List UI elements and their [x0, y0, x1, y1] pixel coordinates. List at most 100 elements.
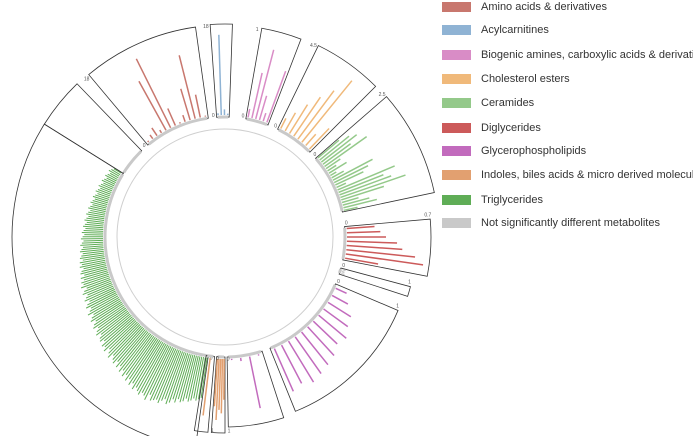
bar	[324, 309, 348, 327]
legend-swatch	[442, 50, 471, 60]
bar	[347, 232, 380, 233]
bar	[343, 270, 346, 271]
bar	[347, 227, 375, 229]
bar	[83, 246, 103, 247]
tick-label-zero: 0	[342, 263, 345, 269]
legend-item: Cholesterol esters	[442, 68, 570, 90]
legend-item: Diglycerides	[442, 117, 541, 139]
bar	[84, 230, 104, 231]
tick-label-zero: 0	[274, 123, 277, 129]
bar	[95, 199, 108, 203]
tick-label-zero: 0	[143, 143, 146, 149]
legend-item: Not significantly different metabolites	[442, 212, 660, 234]
bar	[346, 254, 423, 265]
legend-swatch	[442, 2, 471, 12]
tick-label-max: 18	[203, 24, 209, 30]
legend-item: Biogenic amines, carboxylic acids & deri…	[442, 44, 693, 66]
legend-label: Triglycerides	[481, 194, 543, 206]
bar	[221, 359, 222, 413]
bar	[285, 113, 295, 131]
bar	[81, 248, 103, 250]
bar	[263, 113, 266, 121]
tick-label-max: 1	[256, 27, 259, 33]
sector-8: 10	[339, 263, 411, 297]
legend-swatch	[442, 218, 471, 228]
bar	[85, 224, 104, 226]
bar	[274, 349, 293, 392]
bar	[82, 233, 103, 234]
sector-outline	[270, 284, 398, 411]
bar	[319, 315, 347, 338]
bar	[250, 356, 261, 408]
legend-item: Glycerophospholipids	[442, 140, 586, 162]
bar	[347, 241, 397, 243]
legend-label: Acylcarnitines	[481, 24, 549, 36]
bar	[281, 118, 286, 128]
tick-label-zero: 0	[314, 152, 317, 158]
legend-label: Not significantly different metabolites	[481, 217, 660, 229]
sector-baseline	[271, 285, 335, 348]
bar	[152, 128, 157, 136]
sector-outline	[339, 268, 410, 296]
sector-baseline	[339, 269, 340, 273]
sector-baseline	[228, 351, 261, 357]
sector-baseline	[343, 228, 345, 259]
sector-outline	[89, 27, 209, 145]
tick-label-max: 1	[396, 303, 399, 309]
sector-4: 10	[242, 27, 301, 125]
sector-baseline	[207, 356, 213, 357]
tick-label-max: 4.5	[310, 43, 317, 49]
sector-outline	[44, 84, 141, 174]
sector-9: 10	[270, 279, 399, 411]
legend-label: Amino acids & derivatives	[481, 1, 607, 13]
bar	[336, 288, 347, 293]
tick-label-zero: 0	[212, 113, 215, 119]
bar	[219, 35, 221, 115]
sector-7: 0.70	[343, 212, 432, 276]
tick-label-zero: 0	[242, 114, 245, 120]
legend-label: Ceramides	[481, 97, 534, 109]
sector-10	[227, 351, 284, 427]
tick-label-zero: 0	[227, 356, 230, 362]
bar	[139, 81, 166, 130]
bar	[196, 95, 201, 118]
legend-swatch	[442, 195, 471, 205]
sector-baseline	[124, 151, 141, 172]
legend-item: Amino acids & derivatives	[442, 0, 607, 18]
inner-ring-line	[117, 129, 333, 345]
bar	[294, 97, 321, 136]
bar	[83, 226, 103, 228]
tick-label-zero: 0	[337, 279, 340, 285]
tick-label-max: 1	[228, 428, 231, 434]
bar	[282, 345, 302, 383]
legend-label: Diglycerides	[481, 122, 541, 134]
bar	[87, 222, 104, 224]
bar	[341, 274, 344, 275]
bar	[148, 141, 149, 142]
baseline-ring	[117, 129, 333, 345]
bar	[191, 356, 200, 400]
bar	[256, 50, 274, 119]
sector-baseline	[279, 130, 310, 152]
bar	[84, 240, 104, 241]
tick-label-max: 1	[211, 428, 214, 434]
bar	[85, 228, 103, 229]
sector-baseline	[149, 118, 208, 144]
tick-label-zero: 0	[216, 356, 219, 362]
legend-item: Indoles, biles acids & micro derived mol…	[442, 164, 693, 186]
sector-3: 18 0	[203, 24, 232, 119]
bar	[342, 272, 344, 273]
bar	[88, 208, 105, 212]
sector-2: 18 0	[84, 27, 208, 149]
legend-swatch	[442, 98, 471, 108]
bar	[80, 244, 103, 245]
tick-label-max: 1	[408, 280, 411, 286]
bar	[248, 109, 250, 117]
bar	[267, 71, 286, 122]
legend-item: Acylcarnitines	[442, 19, 549, 41]
legend-swatch	[442, 74, 471, 84]
legend-swatch	[442, 146, 471, 156]
legend-label: Biogenic amines, carboxylic acids & deri…	[481, 49, 693, 61]
tick-label-zero: 0	[345, 221, 348, 227]
sector-6: 2.50	[314, 92, 435, 212]
